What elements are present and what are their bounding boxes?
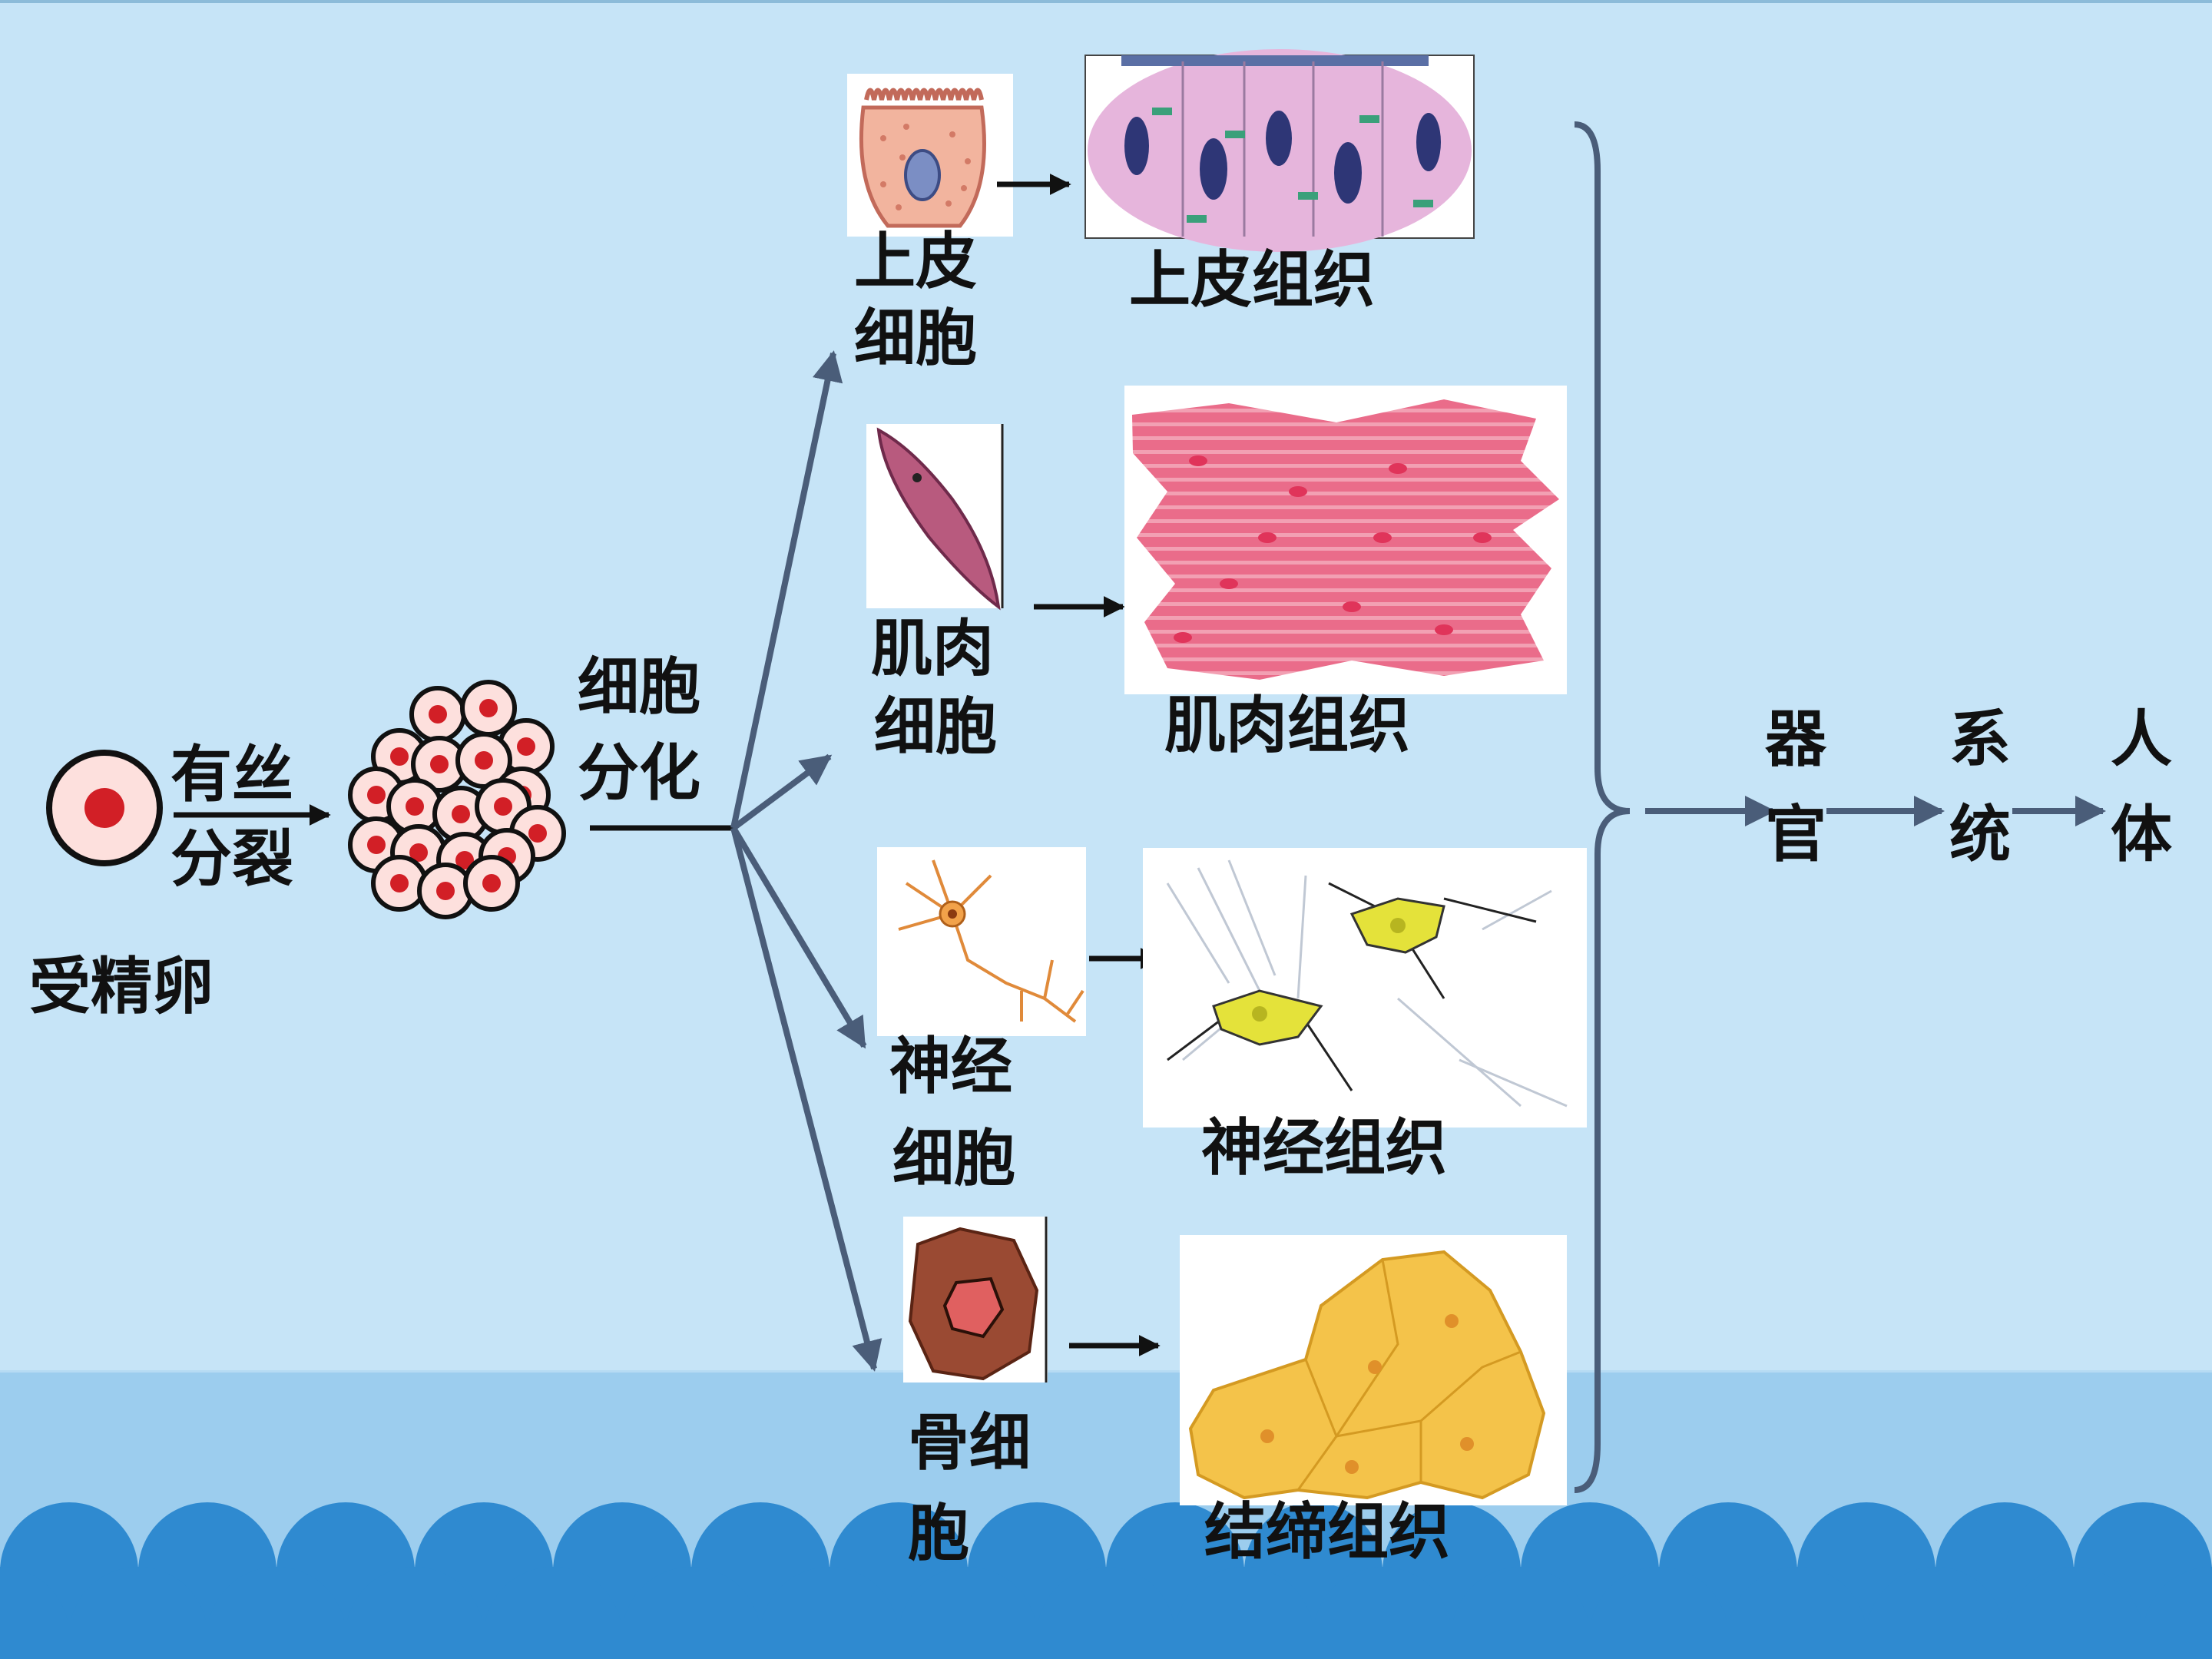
connective-tissue-image: [1180, 1235, 1567, 1505]
cluster-cell-nucleus: [367, 786, 386, 804]
cluster-cell-nucleus: [482, 874, 501, 892]
cluster-cell-nucleus: [528, 824, 547, 843]
connective-tissue-label: 结缔组织: [1204, 1495, 1450, 1568]
sea-decoration: [0, 1370, 2212, 1659]
differentiation-arrows: [590, 350, 882, 1372]
nerve-cell-label-line2: 细胞: [892, 1122, 1015, 1194]
nerve-cell-image: [877, 847, 1086, 1036]
right-brace: [1574, 121, 1631, 1493]
cluster-cell-nucleus: [430, 755, 449, 773]
cluster-cell-nucleus: [455, 851, 474, 869]
zygote-label: 受精卵: [29, 950, 214, 1022]
cluster-cell-nucleus: [452, 805, 470, 823]
cluster-cell-nucleus: [409, 843, 428, 862]
mitosis-label-line2: 分裂: [171, 823, 293, 895]
cluster-cell-nucleus: [494, 797, 512, 816]
cluster-cell-nucleus: [475, 751, 493, 770]
muscle-cell-label-line2: 细胞: [874, 690, 997, 763]
cluster-cell-nucleus: [479, 699, 498, 717]
epithelial-cell-label-line2: 细胞: [854, 302, 977, 374]
system-label-line2: 统: [1949, 798, 2011, 870]
cluster-cell-nucleus: [390, 874, 409, 892]
cluster-cell-nucleus: [436, 882, 455, 900]
cluster-cell-nucleus: [390, 747, 409, 766]
nerve-tissue-label: 神经组织: [1201, 1111, 1447, 1184]
bone-cell-label-line2: 胞: [908, 1497, 969, 1569]
muscle-tissue-image: [1124, 386, 1567, 694]
muscle-cell-image: [866, 424, 1004, 611]
system-label-line1: 系: [1949, 703, 2011, 775]
nerve-cell-label-line1: 神经: [889, 1030, 1012, 1102]
cluster-cell-nucleus: [429, 705, 447, 724]
mitosis-label-line1: 有丝: [171, 738, 293, 810]
cell-cluster-icon: [348, 680, 566, 919]
muscle-tissue-label: 肌肉组织: [1164, 689, 1410, 761]
bone-cell-image: [903, 1217, 1048, 1382]
epithelial-cell-image: [847, 74, 1013, 237]
epithelial-tissue-image: [1084, 49, 1475, 252]
organ-label-line2: 官: [1765, 798, 1826, 870]
nerve-tissue-image: [1143, 848, 1587, 1128]
cluster-cell-nucleus: [517, 737, 535, 756]
differentiation-label-line1: 细胞: [578, 651, 700, 723]
epithelial-tissue-label: 上皮组织: [1129, 243, 1375, 316]
organ-label-line1: 器: [1765, 703, 1826, 775]
body-label-line2: 体: [2111, 798, 2172, 870]
cluster-cell-nucleus: [406, 797, 424, 816]
top-border: [0, 0, 2212, 3]
epithelial-cell-label-line1: 上皮: [854, 225, 977, 297]
zygote-icon: [46, 750, 163, 866]
muscle-cell-label-line1: 肌肉: [871, 612, 994, 684]
differentiation-label-line2: 分化: [578, 737, 700, 809]
body-label-line1: 人: [2111, 703, 2172, 775]
bone-cell-label-line1: 骨细: [908, 1406, 1031, 1479]
cluster-cell-nucleus: [367, 836, 386, 854]
